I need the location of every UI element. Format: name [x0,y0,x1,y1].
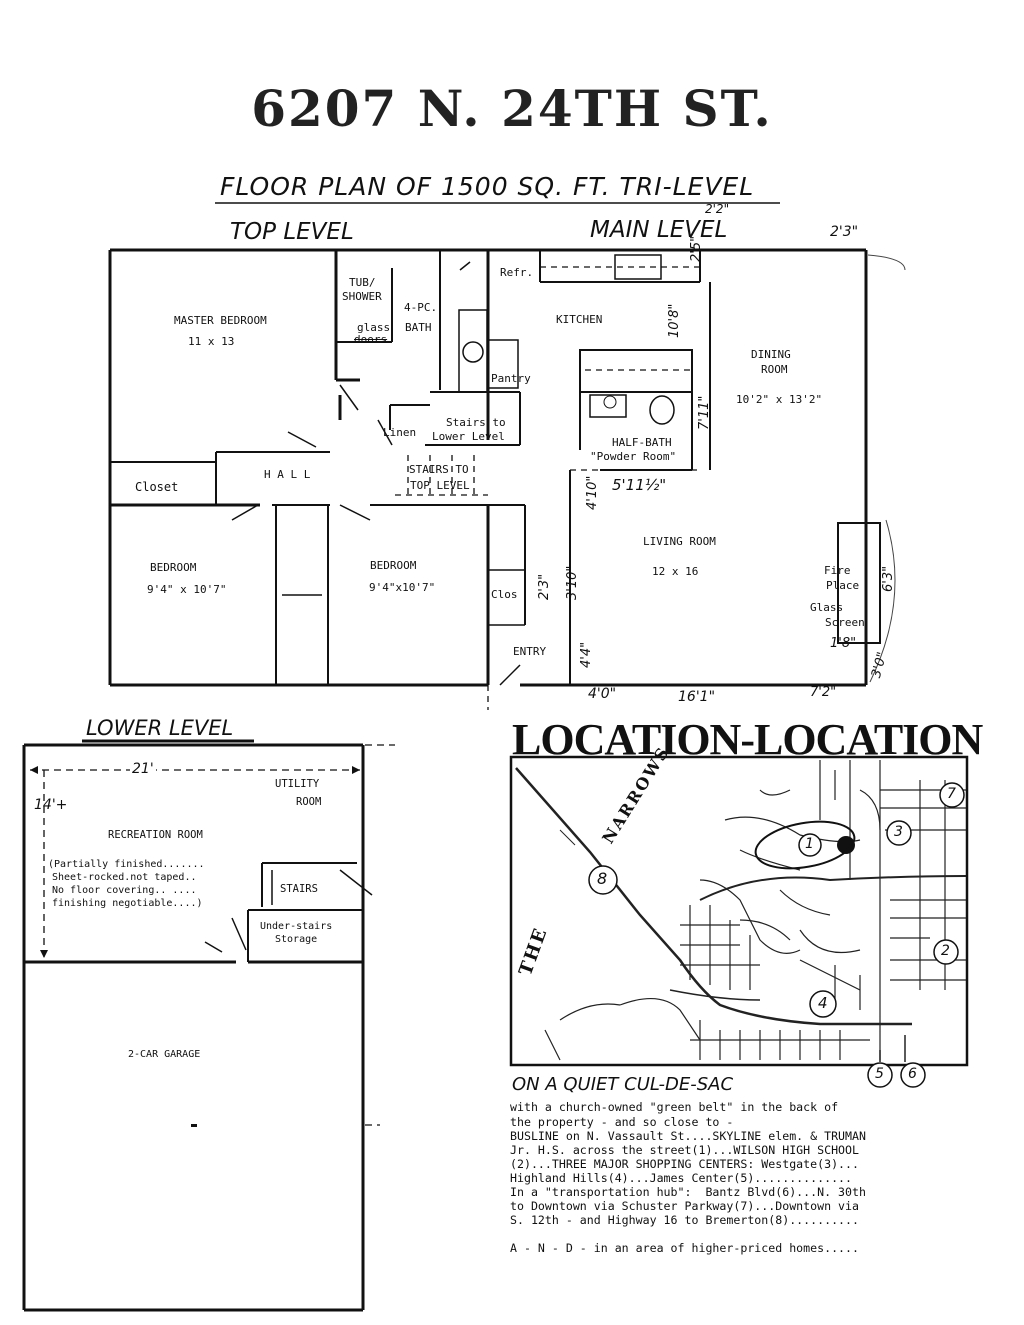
lower-depth-dim: 14'+ [34,797,68,813]
tub-shower-label-1: TUB/ [349,276,376,289]
location-closing-line: A - N - D - in an area of higher-priced … [510,1241,860,1255]
half-bath-label: HALF-BATH [612,436,672,449]
fireplace-label-2: Place [826,579,860,592]
main-level-label: MAIN LEVEL [590,217,728,243]
dining-room-label-1: DINING [751,348,791,361]
utility-room-label-2: ROOM [296,796,322,808]
dim-2-2: 2'2" [705,202,730,216]
dim-4-0: 4'0" [588,686,617,702]
bedroom-3-size: 9'4"x10'7" [369,581,436,594]
dining-room-size: 10'2" x 13'2" [736,393,823,406]
powder-room-label: "Powder Room" [590,450,677,463]
garage-label: 2-CAR GARAGE [128,1049,201,1060]
glass-doors-label-1: glass [357,321,391,334]
bedroom-2-size: 9'4" x 10'7" [147,583,227,596]
location-line-8: to Downtown via Schuster Parkway(7)...Do… [510,1199,860,1213]
map-marker-8: 8 [597,869,608,888]
fireplace-label-1: Fire [824,564,851,577]
bedroom-3-label: BEDROOM [370,559,417,572]
dim-5-11: 5'11½" [612,476,667,494]
map-marker-3: 3 [894,824,903,840]
recreation-note-2: Sheet-rocked.not taped.. [52,872,197,883]
map-marker-7: 7 [947,786,956,802]
dim-16-1: 16'1" [678,689,716,705]
dining-room-label-2: ROOM [761,363,788,376]
refrigerator-label: Refr. [500,266,534,279]
recreation-note-3: No floor covering.. .... [52,885,197,896]
master-bedroom-label: MASTER BEDROOM [174,314,267,327]
pantry-label: Pantry [491,372,531,385]
lower-stairs-label: STAIRS [280,883,318,895]
lower-width-dim: 21' [130,761,156,777]
kitchen-label: KITCHEN [556,313,603,326]
cul-de-sac-heading: ON A QUIET CUL-DE-SAC [512,1074,734,1095]
bath-label-1: 4-PC. [404,301,438,314]
location-line-1: with a church-owned "green belt" in the … [510,1100,839,1114]
dim-7-2: 7'2" [810,685,837,700]
entry-label: ENTRY [513,645,547,658]
glass-screen-label-2: Screen [825,616,865,629]
linen-label: Linen [383,426,417,439]
address-title: 6207 N. 24TH ST. [251,79,773,138]
utility-room-label-1: UTILITY [275,778,320,790]
location-line-7: In a "transportation hub": Bantz Blvd(6)… [510,1185,866,1199]
living-room-size: 12 x 16 [652,565,699,578]
closet-label: Closet [135,480,179,494]
stairs-lower-label-1: Stairs to [446,416,506,429]
location-line-2: the property - and so close to - [510,1115,734,1129]
dim-1-8: 1'8" [830,636,857,651]
map-marker-2: 2 [941,943,950,959]
top-level-label: TOP LEVEL [230,219,354,245]
stairs-lower-label-2: Lower Level [432,430,505,443]
floor-plan-subtitle: FLOOR PLAN OF 1500 SQ. FT. TRI-LEVEL [220,172,755,201]
recreation-note-4: finishing negotiable....) [52,898,203,909]
location-line-4: Jr. H.S. across the street(1)...WILSON H… [510,1143,860,1157]
lower-level-label: LOWER LEVEL [86,716,234,740]
tub-shower-label-2: SHOWER [342,290,382,303]
location-line-5: (2)...THREE MAJOR SHOPPING CENTERS: West… [510,1157,860,1171]
map-marker-5: 5 [875,1066,884,1082]
stairs-top-label-1: STAIRS TO [409,463,469,476]
map-marker-1: 1 [805,836,814,852]
stairs-top-label-2: TOP LEVEL [410,479,470,492]
location-line-9: S. 12th - and Highway 16 to Bremerton(8)… [510,1213,860,1227]
living-room-label: LIVING ROOM [643,535,716,548]
glass-screen-label-1: Glass [810,601,844,614]
map-marker-6: 6 [908,1066,917,1082]
master-bedroom-size: 11 x 13 [188,335,235,348]
bath-label-2: BATH [405,321,432,334]
bedroom-2-label: BEDROOM [150,561,197,574]
hall-label: H A L L [264,468,311,481]
location-line-3: BUSLINE on N. Vassault St....SKYLINE ele… [510,1129,866,1143]
understairs-storage-label-1: Under-stairs [260,921,333,932]
dim-2-3: 2'3" [830,224,859,240]
location-heading: LOCATION-LOCATION [512,715,983,764]
map-marker-4: 4 [818,994,828,1012]
understairs-storage-label-2: Storage [275,934,318,945]
closet-entry-label: Clos [491,588,518,601]
recreation-note-1: (Partially finished....... [48,859,205,870]
location-line-6: Highland Hills(4)...James Center(5).....… [510,1171,853,1185]
recreation-room-label: RECREATION ROOM [108,829,203,841]
glass-doors-label-2: doors [354,333,388,346]
